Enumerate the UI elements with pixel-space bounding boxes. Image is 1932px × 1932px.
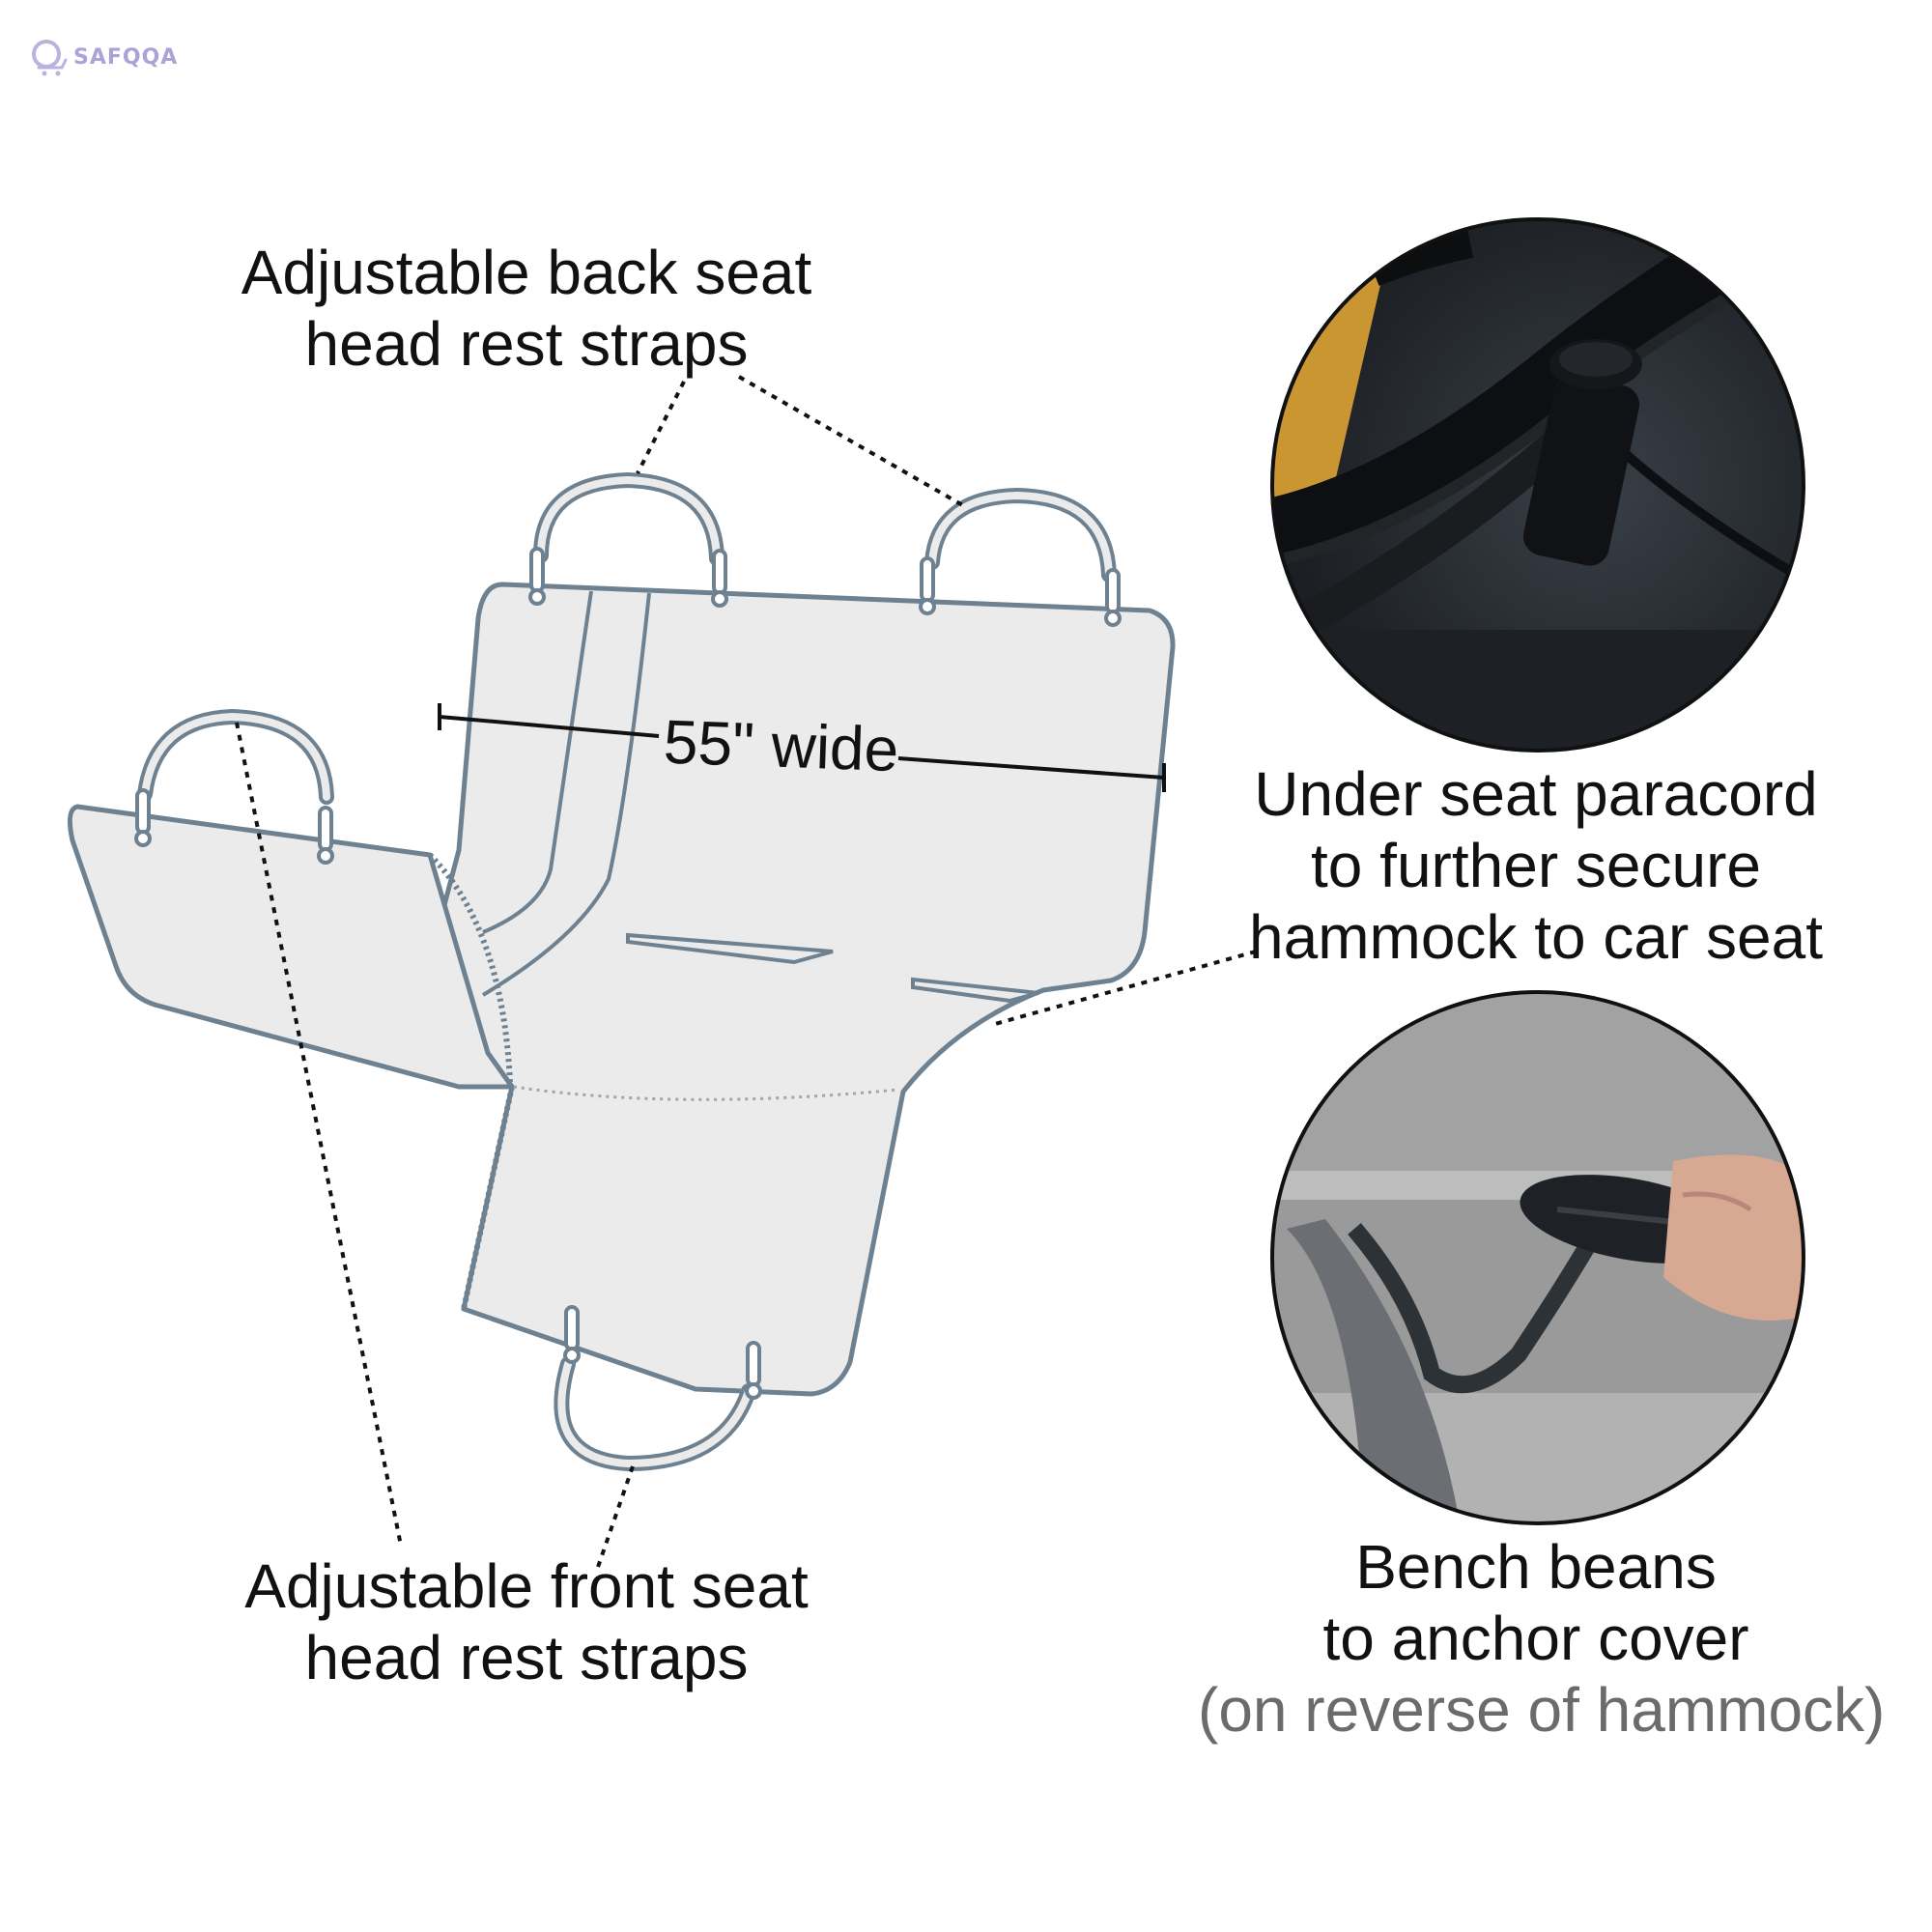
paracord-label-line-2: to further secure bbox=[1311, 831, 1761, 900]
paracord-cord-lock-photo bbox=[1270, 217, 1805, 753]
front-seat-strap-label-line-2: head rest straps bbox=[304, 1623, 749, 1692]
back-fold-2 bbox=[481, 592, 651, 997]
back-strap-left bbox=[533, 471, 724, 566]
side-flap bbox=[67, 804, 515, 1090]
width-label: 55" wide bbox=[662, 706, 900, 785]
width-measure-left bbox=[439, 715, 660, 738]
leader-back-strap-left bbox=[636, 381, 686, 474]
back-seat-strap-label-line-2: head rest straps bbox=[304, 309, 749, 379]
paracord-label-line-1: Under seat paracord bbox=[1254, 759, 1818, 829]
leader-back-strap-right bbox=[738, 375, 967, 509]
seat-slot-2 bbox=[911, 977, 1039, 1004]
width-measure-right bbox=[897, 756, 1165, 780]
paracord-label-line-3: hammock to car seat bbox=[1249, 902, 1823, 972]
anchor-label-line-2: to anchor cover bbox=[1322, 1604, 1749, 1673]
anchor-label: Bench beans to anchor cover (on reverse … bbox=[1198, 1531, 1886, 1746]
front-seat-strap-label: Adjustable front seat head rest straps bbox=[222, 1550, 831, 1693]
anchor-label-line-3: (on reverse of hammock) bbox=[1198, 1675, 1886, 1745]
front-seat-strap-label-line-1: Adjustable front seat bbox=[244, 1551, 809, 1621]
leader-front-strap-top bbox=[235, 722, 403, 1547]
brand-logo: SAFQQA bbox=[29, 37, 178, 77]
anchor-label-line-1: Bench beans bbox=[1355, 1532, 1717, 1602]
seat-slot-1 bbox=[626, 932, 834, 965]
bench-bean-anchor-photo bbox=[1270, 990, 1805, 1525]
front-zipper bbox=[461, 1086, 515, 1310]
brand-cart-icon bbox=[32, 40, 68, 76]
seat-cover-body bbox=[432, 582, 1176, 1397]
front-strap-top bbox=[137, 708, 334, 805]
leader-front-strap-bottom bbox=[595, 1465, 635, 1571]
back-seat-strap-label: Adjustable back seat head rest straps bbox=[222, 237, 831, 380]
back-seat-strap-label-line-1: Adjustable back seat bbox=[241, 238, 812, 307]
back-fold-1 bbox=[482, 590, 593, 934]
seat-crease bbox=[513, 1085, 899, 1101]
brand-name: SAFQQA bbox=[73, 44, 179, 70]
flap-zipper bbox=[427, 852, 513, 1083]
paracord-label: Under seat paracord to further secure ha… bbox=[1227, 758, 1845, 973]
